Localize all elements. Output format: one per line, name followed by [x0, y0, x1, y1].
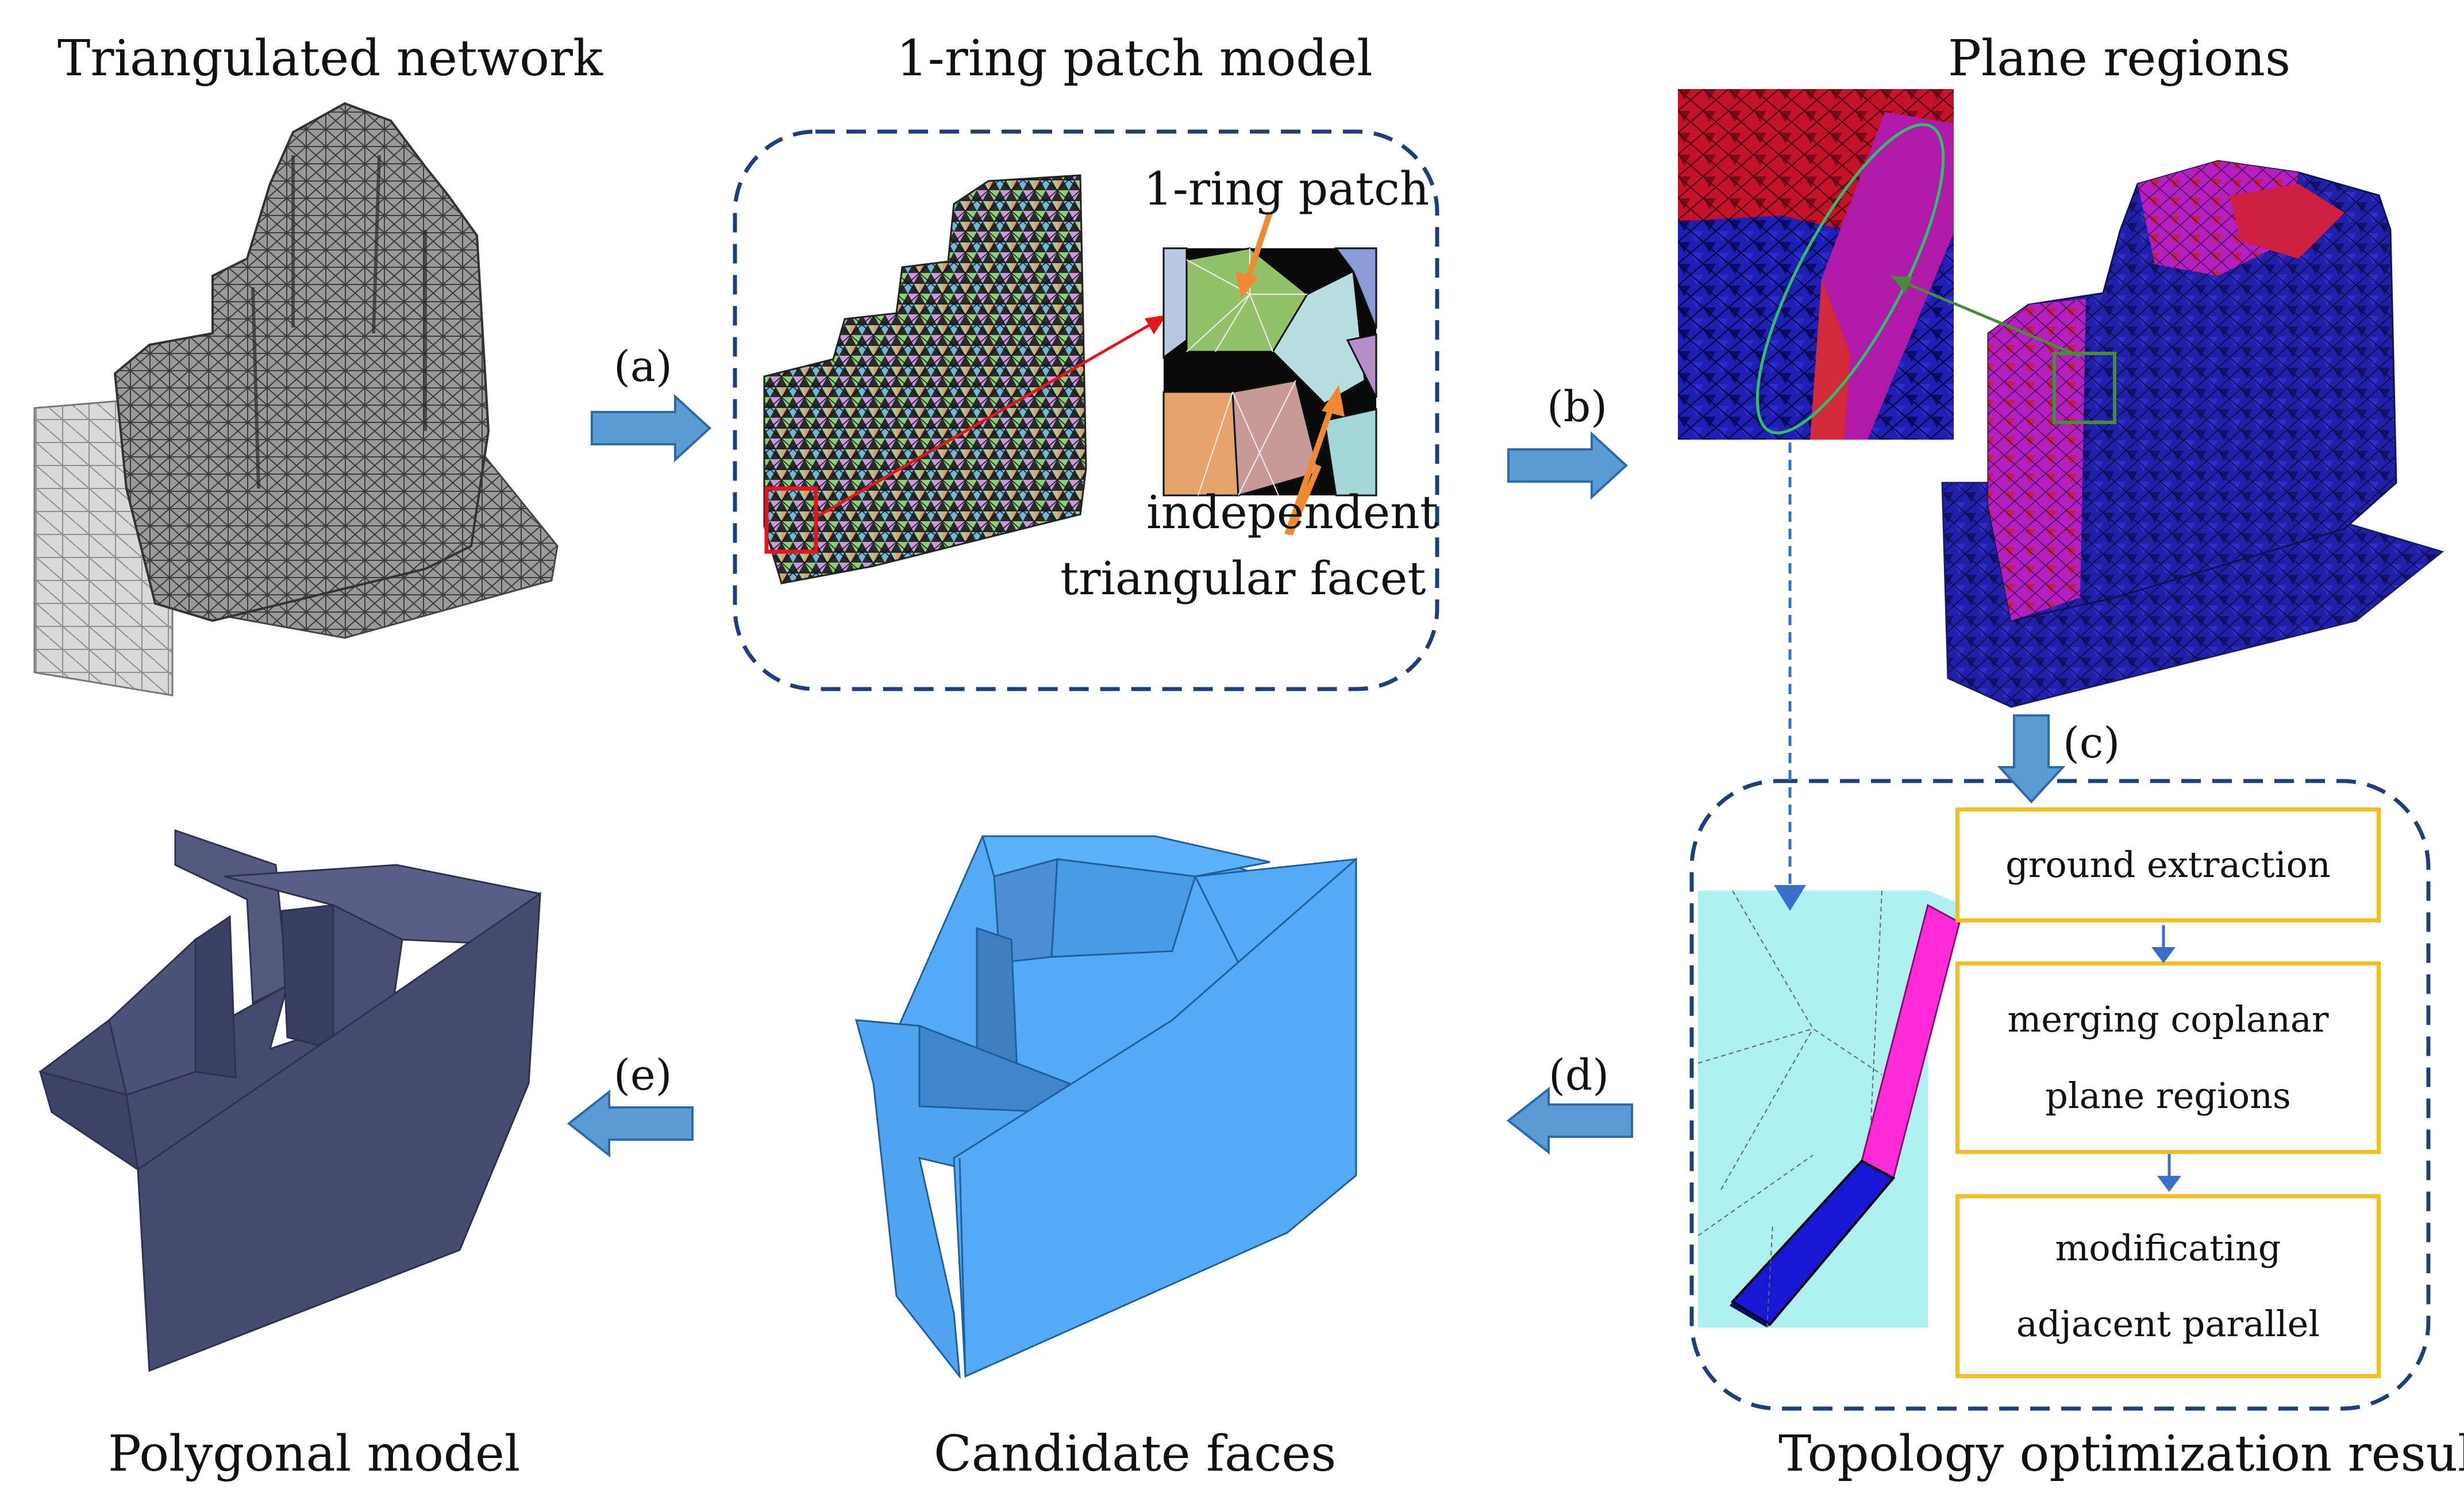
dashed-down-arrow [1774, 443, 1806, 911]
arrow-d-left[interactable] [1503, 1086, 1635, 1155]
process-box-modificating-adjacent: modificating adjacent parallel [1955, 1194, 2381, 1378]
arrow-c-down[interactable] [1997, 713, 2066, 805]
process-ground-text: ground extraction [2005, 843, 2331, 886]
label-1-ring-patch: 1-ring patch [1144, 162, 1430, 216]
step-label-a: (a) [614, 342, 672, 391]
arrow-a-right[interactable] [589, 394, 715, 463]
title-triangulated-network: Triangulated network [57, 30, 603, 87]
process-modify-text-1: modificating [2055, 1226, 2281, 1269]
topology-dashed-frame [1689, 779, 2431, 1411]
candidate-faces-image [854, 835, 1357, 1379]
process-box-merging-coplanar: merging coplanar plane regions [1955, 961, 2381, 1154]
green-connector-arrow [1891, 276, 2081, 358]
topology-face-image [1697, 890, 1961, 1328]
step-label-c: (c) [2063, 718, 2120, 768]
title-plane-regions: Plane regions [1948, 30, 2291, 87]
step-label-d: (d) [1549, 1051, 1610, 1100]
step-label-b: (b) [1547, 382, 1608, 432]
plane-regions-building-image [1941, 160, 2444, 708]
process-box-ground-extraction: ground extraction [1955, 807, 2381, 922]
patch-model-mesh-image [763, 174, 1087, 584]
orange-pointer-arrows [1235, 211, 1345, 536]
plane-regions-zoom-image [1678, 89, 1954, 440]
arrow-e-left[interactable] [563, 1089, 695, 1158]
process-merging-text-2: plane regions [2045, 1074, 2291, 1117]
zoomed-patch-image [1162, 247, 1377, 497]
triangulated-mesh-image [33, 102, 559, 697]
process-modify-text-2: adjacent parallel [2016, 1303, 2320, 1345]
title-1-ring-patch-model: 1-ring patch model [896, 30, 1373, 87]
label-triangular-facet: triangular facet [1060, 552, 1426, 605]
step-label-e: (e) [614, 1051, 672, 1100]
zoom-arrow-red [815, 315, 1166, 519]
title-polygonal-model: Polygonal model [108, 1425, 521, 1483]
process-merging-text-1: merging coplanar [2007, 998, 2329, 1041]
arrow-b-right[interactable] [1506, 431, 1632, 500]
polygonal-model-image [38, 829, 541, 1372]
title-candidate-faces: Candidate faces [934, 1425, 1337, 1483]
title-topology-optimization-result: Topology optimization result [1778, 1425, 2464, 1483]
patch-model-dashed-frame [733, 129, 1439, 691]
process-flow-arrows [2151, 925, 2181, 1192]
label-independent: independent [1146, 486, 1438, 539]
